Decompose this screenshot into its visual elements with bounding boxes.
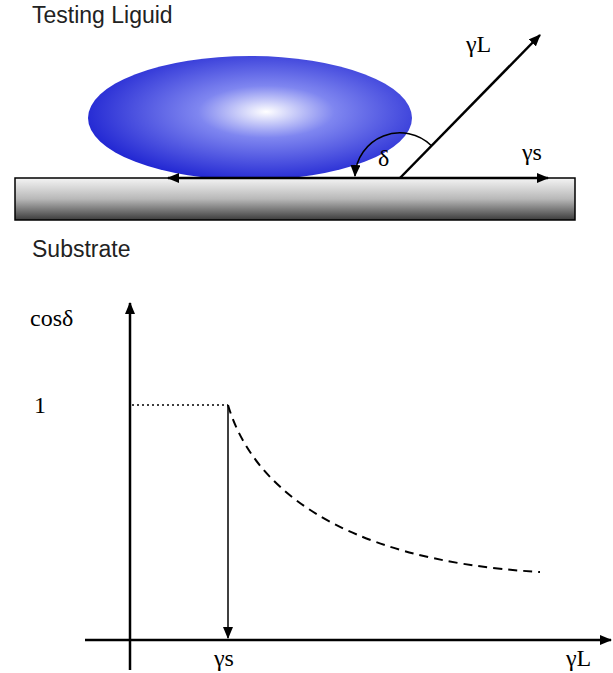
solid-tension-label: γs	[522, 140, 542, 164]
liquid-drop	[88, 56, 412, 180]
x-tick-label: γs	[214, 646, 234, 670]
substrate-bar	[15, 178, 575, 220]
critical-tension-marker	[227, 405, 229, 638]
interface-tension-arrow	[168, 177, 400, 180]
y-axis-label: cosδ	[30, 306, 73, 330]
solid-tension-arrow	[400, 177, 548, 180]
angle-arc	[355, 133, 432, 176]
liquid-title: Testing Liguid	[32, 4, 173, 27]
liquid-tension-arrow	[400, 35, 540, 178]
tick-label: 1	[34, 393, 46, 417]
zisman-curve	[228, 405, 540, 572]
unit-guide-line	[132, 404, 228, 406]
x-axis	[85, 639, 611, 642]
angle-label: δ	[378, 146, 389, 170]
x-axis-label: γL	[566, 646, 591, 670]
substrate-title: Substrate	[32, 238, 130, 261]
liquid-tension-label: γL	[466, 32, 491, 56]
y-axis	[129, 303, 132, 670]
